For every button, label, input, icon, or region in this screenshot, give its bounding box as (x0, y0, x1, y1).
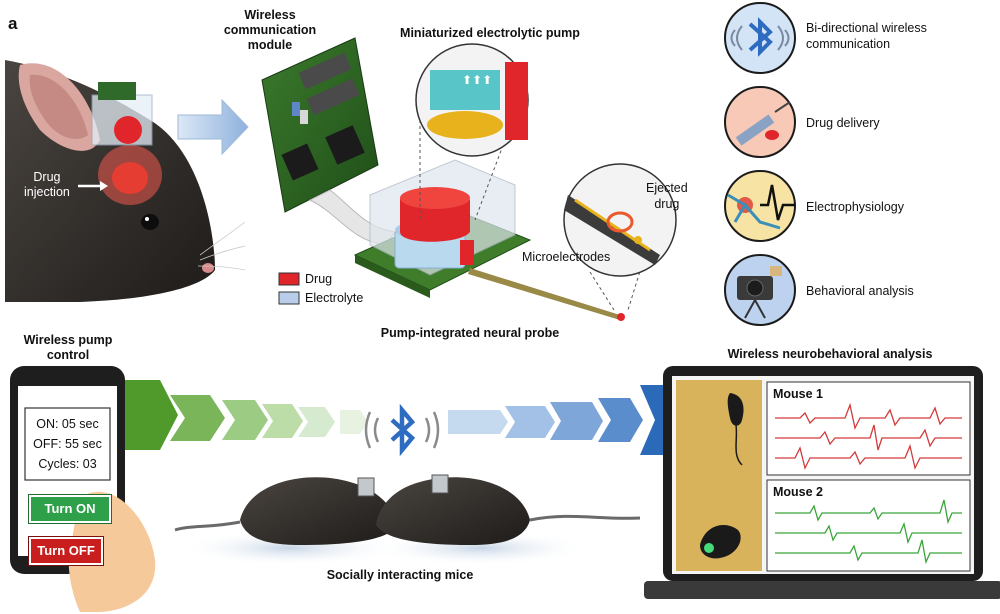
panel-letter: a (8, 14, 18, 33)
laptop (644, 366, 1000, 599)
wireless-signal-arrows (115, 380, 670, 455)
bluetooth-icon-center (364, 403, 440, 457)
video-camera-icon (737, 266, 782, 319)
feature-icons (724, 2, 796, 326)
probe-tip-zoom-inset (563, 163, 677, 311)
probe-title: Pump-integrated neural probe (380, 326, 560, 340)
legend-electrolyte-label: Electrolyte (305, 291, 364, 305)
social-mice (174, 474, 641, 566)
feature-label-drug-delivery: Drug delivery (806, 116, 880, 130)
legend-drug-label: Drug (305, 272, 333, 286)
pump-control-title: Wireless pump control (23, 333, 113, 362)
pump-device (261, 37, 625, 321)
mouse1-label: Mouse 1 (773, 387, 824, 401)
legend-electrolyte-swatch (278, 291, 300, 305)
neuron-icon (727, 184, 795, 230)
mouse-head-illustration (5, 57, 246, 302)
microelectrodes-label: Microelectrodes (522, 250, 611, 264)
feature-label-wireless: Bi-directional wireless communication (806, 21, 927, 51)
pump-zoom-inset: ⬆⬆⬆ (415, 43, 529, 221)
flow-arrow (177, 98, 249, 156)
legend-drug-swatch (278, 272, 300, 286)
phone-settings: ON: 05 sec OFF: 55 sec Cycles: 03 (25, 414, 110, 474)
wireless-module-title: Wireless communication module (223, 8, 317, 52)
svg-text:⬆⬆⬆: ⬆⬆⬆ (462, 73, 492, 87)
neurobehavioral-title: Wireless neurobehavioral analysis (727, 347, 933, 361)
syringe-icon (735, 101, 791, 146)
ejected-drug-label: Ejected drug (646, 181, 688, 211)
feature-label-electrophysiology: Electrophysiology (806, 200, 904, 214)
cycles: Cycles: 03 (38, 457, 97, 471)
bluetooth-icon (748, 17, 773, 57)
off-duration: OFF: 55 sec (33, 437, 102, 451)
pump-title: Miniaturized electrolytic pump (400, 26, 580, 40)
drug-injection-label: Drug injection (24, 170, 70, 199)
on-duration: ON: 05 sec (36, 417, 99, 431)
feature-label-behavioral: Behavioral analysis (806, 284, 914, 298)
mouse2-label: Mouse 2 (773, 485, 824, 499)
social-mice-title: Socially interacting mice (326, 568, 474, 582)
turn-off-button[interactable]: Turn OFF (29, 537, 103, 565)
turn-on-button[interactable]: Turn ON (29, 495, 111, 523)
